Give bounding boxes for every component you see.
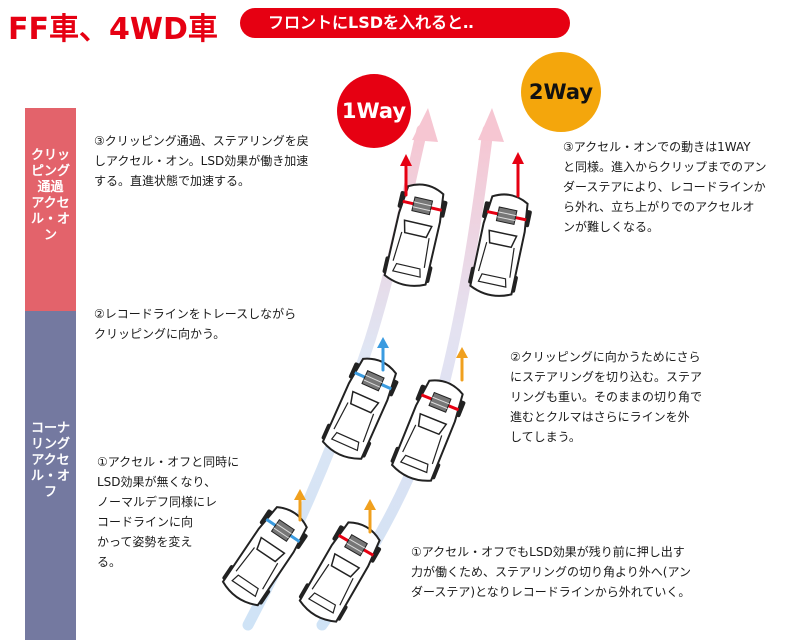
note-left-3: ③クリッピング通過、ステアリングを戻 しアクセル・オン。LSD効果が働き加速 す… [94,131,309,191]
badge-2way: 2Way [521,52,601,132]
band-bottom-label-line: コーナリング [30,421,70,452]
note-line: ②クリッピングに向かうためにさら [510,350,701,364]
note-right-1: ①アクセル・オフでもLSD効果が残り前に押し出す 力が働くため、ステアリングの切… [411,542,691,602]
note-line: する。直進状態で加速する。 [94,174,251,188]
band-clipping-accel-on: クリッピング通過 アクセル・オン [25,108,76,311]
two-way-path-arrowhead [478,108,504,142]
note-line: リングも重い。そのままの切り角で [510,390,703,404]
note-line: る。 [97,555,122,569]
note-line: ②レコードラインをトレースしながら [94,307,297,321]
band-cornering-accel-off: コーナリング アクセル・オフ [25,311,76,640]
arrow-2way-2 [456,347,468,382]
note-line: にステアリングを切り込む。ステア [510,370,703,384]
note-left-2: ②レコードラインをトレースしながら クリッピングに向かう。 [94,304,296,344]
force-arrows [294,152,524,534]
car-1way-2 [317,350,405,466]
note-line: と同様。進入からクリップまでのアン [563,160,767,174]
arrow-1way-1 [294,489,306,522]
band-top-label-line: クリッピング通過 [30,148,70,195]
page-title: FF車、4WD車 [8,12,218,47]
note-line: ら外れ、立ち上がりでのアクセルオ [563,200,755,214]
band-top-label: クリッピング通過 アクセル・オン [25,148,76,244]
note-line: ダーステア)となりレコードラインから外れていく。 [411,585,691,599]
car-2way-3 [465,189,536,301]
note-line: ③クリッピング通過、ステアリングを戻 [94,134,309,148]
car-1way-3 [379,178,452,292]
note-line: してしまう。 [510,430,581,444]
note-line: ①アクセル・オフでもLSD効果が残り前に押し出す [411,545,685,559]
note-line: ダーステアにより、レコードラインか [563,180,766,194]
note-line: 進むとクルマはさらにラインを外 [510,410,690,424]
note-line: ①アクセル・オフと同時に [97,455,240,469]
note-right-3: ③アクセル・オンでの動きは1WAY と同様。進入からクリップまでのアン ダーステ… [563,137,767,237]
badge-1way: 1Way [337,74,411,148]
car-2way-1 [293,514,389,629]
band-bottom-label: コーナリング アクセル・オフ [25,421,76,501]
arrow-2way-1 [364,499,376,534]
note-line: 力が働くため、ステアリングの切り角より外へ(アン [411,565,691,579]
note-right-2: ②クリッピングに向かうためにさら にステアリングを切り込む。ステア リングも重い… [510,347,702,447]
car-2way-2 [386,372,472,488]
note-line: しアクセル・オン。LSD効果が働き加速 [94,154,309,168]
band-top-label-line: アクセル・オン [30,196,70,243]
one-way-path-arrowhead [412,108,438,142]
arrow-2way-3 [512,152,524,198]
note-line: コードラインに向 [97,515,194,529]
note-line: LSD効果が無くなり、 [97,475,217,489]
note-line: ノーマルデフ同様にレ [97,495,218,509]
note-line: ③アクセル・オンでの動きは1WAY [563,140,751,154]
note-line: かって姿勢を変え [97,535,193,549]
arrow-1way-2 [377,337,389,372]
band-bottom-label-line: アクセル・オフ [30,453,70,500]
note-line: クリッピングに向かう。 [94,327,226,341]
note-line: ンが難しくなる。 [563,220,660,234]
subtitle-pill: フロントにLSDを入れると‥ [240,8,570,38]
note-left-1: ①アクセル・オフと同時に LSD効果が無くなり、 ノーマルデフ同様にレ コードラ… [97,452,239,572]
car-1way-1 [216,498,316,613]
arrow-1way-3 [400,154,412,197]
